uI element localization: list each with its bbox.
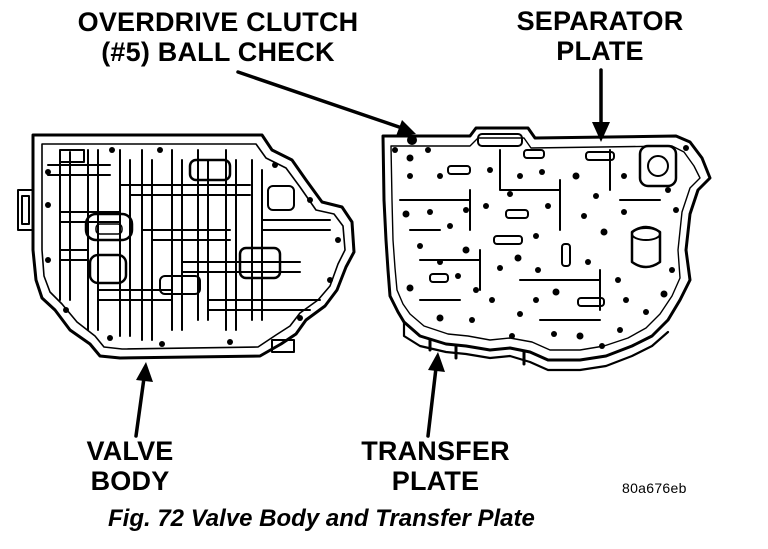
figure-caption: Fig. 72 Valve Body and Transfer Plate xyxy=(108,505,535,532)
label-valve-line2: BODY xyxy=(90,466,170,496)
label-overdrive-clutch-ball-check: OVERDRIVE CLUTCH (#5) BALL CHECK xyxy=(68,7,368,67)
label-valve-line1: VALVE xyxy=(86,436,174,466)
label-separator-line1: SEPARATOR xyxy=(516,6,684,36)
label-separator-plate: SEPARATOR PLATE xyxy=(505,6,695,66)
label-transfer-line2: PLATE xyxy=(391,466,480,496)
label-valve-body: VALVE BODY xyxy=(65,436,195,496)
label-overdrive-line1: OVERDRIVE CLUTCH xyxy=(77,7,359,37)
arrowhead-separator-plate xyxy=(592,122,610,142)
arrow-transfer-plate xyxy=(426,366,438,438)
arrow-valve-body xyxy=(134,376,146,438)
figure-code: 80a676eb xyxy=(622,480,687,496)
arrow-overdrive-clutch xyxy=(236,70,404,130)
leader-arrows xyxy=(134,68,610,438)
arrowhead-transfer-plate xyxy=(428,352,445,372)
label-separator-line2: PLATE xyxy=(556,36,644,66)
separator-plate-drawing xyxy=(381,126,712,372)
valve-body-drawing xyxy=(17,133,356,360)
arrowhead-overdrive-clutch xyxy=(396,120,416,136)
label-transfer-line1: TRANSFER xyxy=(361,436,510,466)
label-transfer-plate: TRANSFER PLATE xyxy=(348,436,523,496)
label-overdrive-line2: (#5) BALL CHECK xyxy=(101,37,335,67)
arrowhead-valve-body xyxy=(136,362,153,382)
